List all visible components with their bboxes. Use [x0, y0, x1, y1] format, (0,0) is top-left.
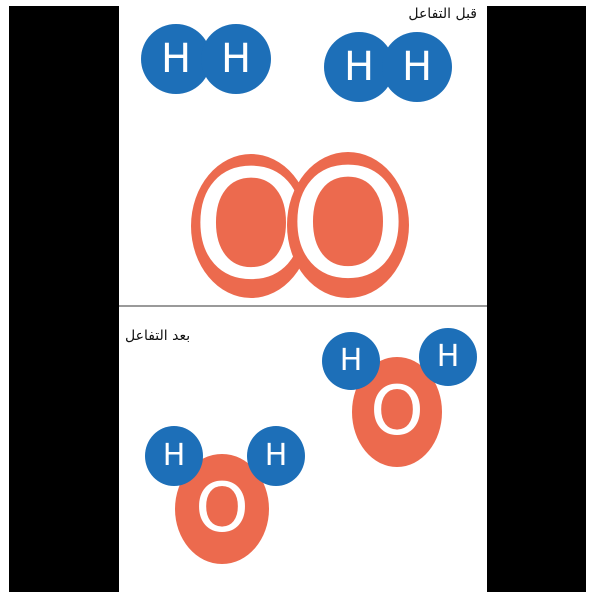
oxygen-atom: O — [287, 138, 409, 312]
before-reaction-label: قبل التفاعل — [408, 6, 477, 22]
divider-line — [119, 305, 487, 307]
hydrogen-atom: H — [201, 24, 271, 94]
hydrogen-atom: H — [322, 332, 380, 390]
hydrogen-atom: H — [247, 426, 305, 486]
hydrogen-atom: H — [382, 32, 452, 102]
after-reaction-label: بعد التفاعل — [125, 328, 191, 344]
hydrogen-atom: H — [145, 426, 203, 486]
diagram-panel: قبل التفاعل H H H H O O بعد التفاعل O H … — [119, 6, 487, 592]
hydrogen-atom: H — [419, 328, 477, 386]
hydrogen-atom: H — [141, 24, 211, 94]
